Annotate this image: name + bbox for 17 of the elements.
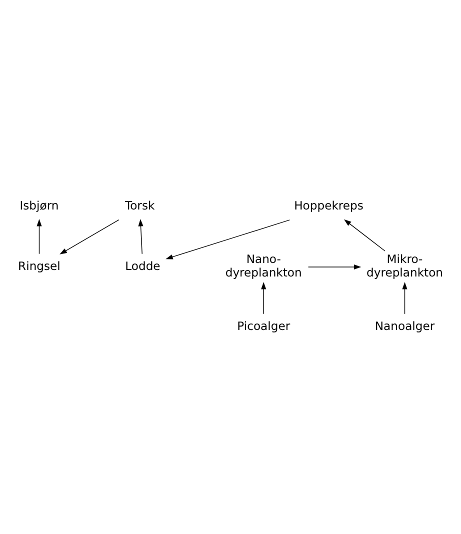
node-text: Torsk <box>125 198 155 213</box>
arrow <box>261 282 266 314</box>
arrow <box>308 264 362 270</box>
node-text: Mikro- dyreplankton <box>366 252 444 280</box>
arrow <box>36 218 42 254</box>
node-text: Nano- dyreplankton <box>225 252 302 280</box>
arrow <box>344 219 386 252</box>
node-text: Lodde <box>125 258 160 273</box>
node-text: Nanoalger <box>374 318 435 333</box>
arrow <box>138 218 144 254</box>
node-text: Picoalger <box>237 318 290 333</box>
arrow <box>60 220 120 254</box>
node-text: Hoppekreps <box>294 198 364 213</box>
node-text: Ringsel <box>18 258 60 273</box>
node-text: Isbjørn <box>20 198 59 213</box>
arrow <box>402 282 408 314</box>
arrow <box>166 220 290 260</box>
